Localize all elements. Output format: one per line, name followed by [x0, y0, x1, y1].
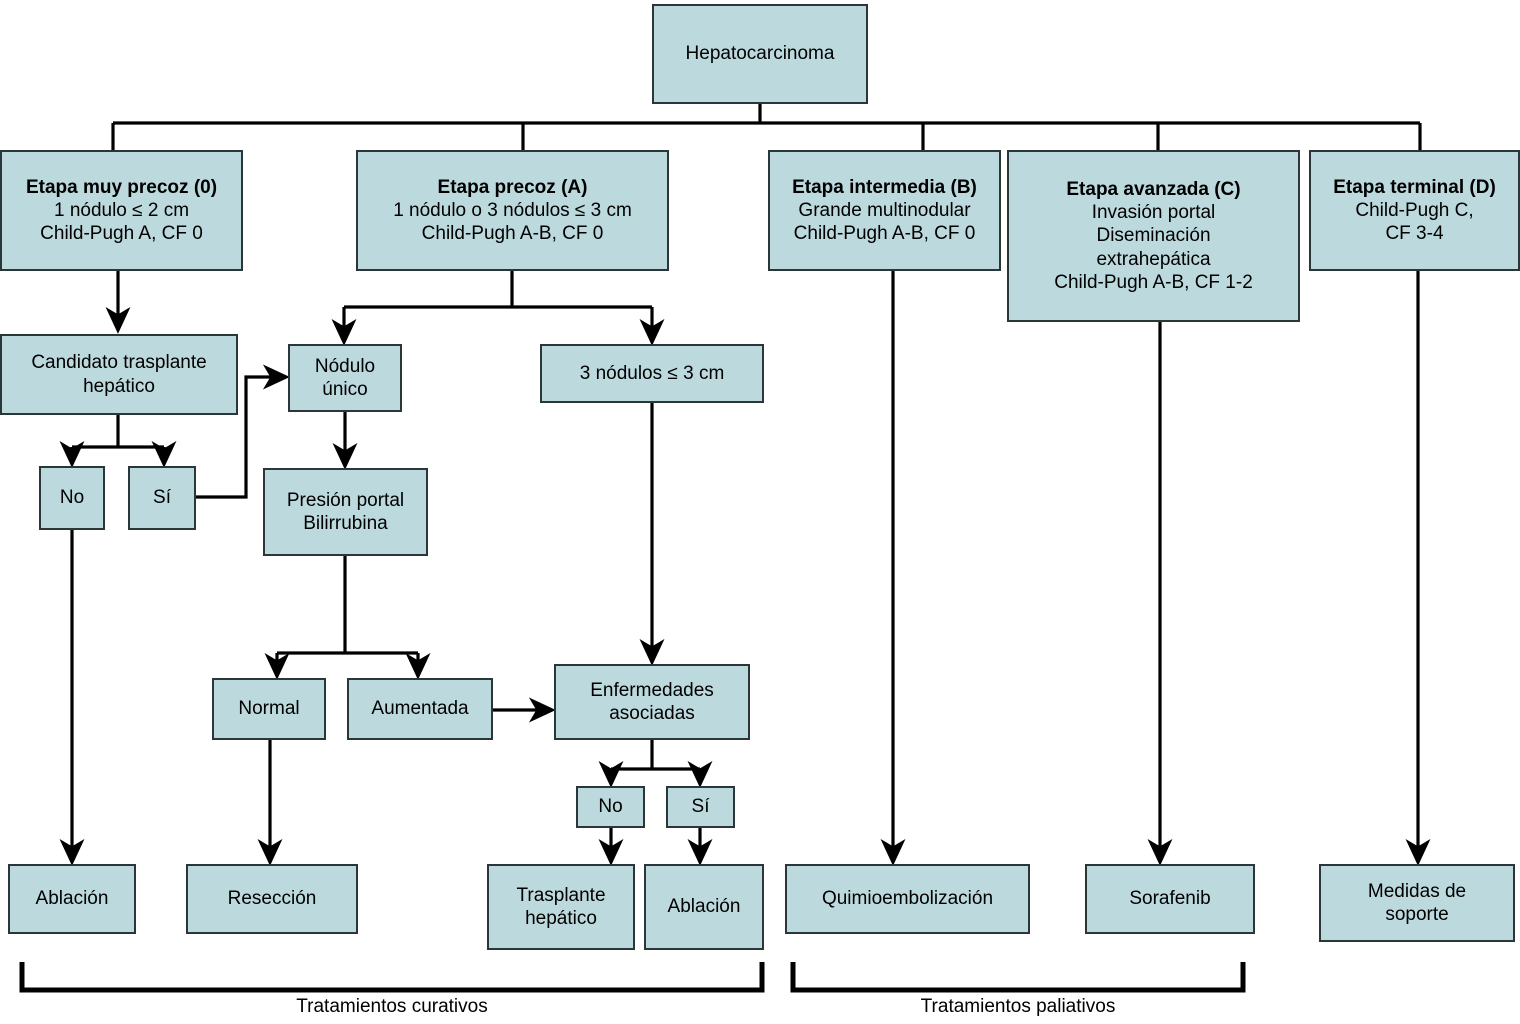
node-stage-c-title: Etapa avanzada (C) [1066, 179, 1241, 201]
node-presion-portal-line2: Bilirrubina [303, 513, 388, 534]
node-stage-0-line2: Child-Pugh A, CF 0 [40, 223, 203, 245]
node-presion-aumentada[interactable]: Aumentada [347, 678, 493, 740]
node-enfermedades-no[interactable]: No [576, 786, 645, 828]
node-enfermedades-si-label: Sí [691, 796, 710, 818]
node-stage-0-line1: 1 nódulo ≤ 2 cm [53, 199, 190, 221]
node-nodulo-unico-line2: único [322, 379, 368, 400]
node-candidato-no[interactable]: No [39, 466, 105, 530]
node-enfermedades-si[interactable]: Sí [666, 786, 735, 828]
node-trasplante-hepatico[interactable]: Trasplante hepático [487, 864, 635, 950]
bracket-label-paliativos: Tratamientos paliativos [920, 996, 1116, 1017]
node-hepatocarcinoma[interactable]: Hepatocarcinoma [652, 4, 868, 104]
node-stage-d-line2: CF 3-4 [1385, 223, 1444, 245]
node-stage-b-title: Etapa intermedia (B) [792, 176, 977, 198]
node-medidas-soporte-line2: soporte [1385, 904, 1449, 925]
node-presion-normal-label: Normal [238, 698, 300, 720]
node-reseccion-label: Resección [227, 888, 317, 910]
node-hepatocarcinoma-label: Hepatocarcinoma [685, 43, 835, 65]
node-tres-nodulos[interactable]: 3 nódulos ≤ 3 cm [540, 344, 764, 403]
node-stage-c-line3: extrahepática [1096, 248, 1211, 270]
node-enfermedades-asociadas[interactable]: Enfermedades asociadas [554, 664, 750, 740]
node-tres-nodulos-label: 3 nódulos ≤ 3 cm [579, 362, 725, 384]
node-stage-0[interactable]: Etapa muy precoz (0) 1 nódulo ≤ 2 cm Chi… [0, 150, 243, 271]
node-stage-d-line1: Child-Pugh C, [1355, 199, 1474, 221]
node-ablacion-right[interactable]: Ablación [644, 864, 764, 950]
node-ablacion-right-label: Ablación [667, 896, 741, 918]
node-ablacion-left-label: Ablación [35, 888, 109, 910]
node-candidato-line2: hepático [83, 375, 155, 397]
node-stage-c[interactable]: Etapa avanzada (C) Invasión portal Disem… [1007, 150, 1300, 322]
node-ablacion-left[interactable]: Ablación [8, 864, 136, 934]
node-stage-c-line4: Child-Pugh A-B, CF 1-2 [1054, 271, 1253, 293]
node-stage-b-line1: Grande multinodular [798, 199, 971, 221]
node-stage-c-line2: Diseminación [1096, 225, 1211, 247]
node-stage-a-line1: 1 nódulo o 3 nódulos ≤ 3 cm [393, 199, 632, 221]
node-presion-portal-line1: Presión portal [286, 489, 405, 511]
node-stage-c-line1: Invasión portal [1091, 202, 1216, 224]
node-quimioembolizacion[interactable]: Quimioembolización [785, 864, 1030, 934]
node-stage-b-line2: Child-Pugh A-B, CF 0 [793, 223, 976, 245]
bracket-label-curativos: Tratamientos curativos [296, 996, 488, 1017]
node-trasplante-hepatico-line2: hepático [525, 908, 597, 929]
node-presion-aumentada-label: Aumentada [371, 698, 469, 720]
node-candidato-line1: Candidato trasplante [31, 352, 207, 374]
node-nodulo-unico-line1: Nódulo [314, 355, 376, 377]
node-candidato-no-label: No [59, 487, 85, 509]
node-stage-d-title: Etapa terminal (D) [1333, 176, 1496, 198]
node-medidas-de-soporte[interactable]: Medidas de soporte [1319, 864, 1515, 942]
node-nodulo-unico[interactable]: Nódulo único [288, 344, 402, 412]
node-enfermedades-no-label: No [598, 796, 623, 818]
node-reseccion[interactable]: Resección [186, 864, 358, 934]
node-stage-b[interactable]: Etapa intermedia (B) Grande multinodular… [768, 150, 1001, 271]
node-stage-a-line2: Child-Pugh A-B, CF 0 [421, 223, 604, 245]
node-candidato-si-label: Sí [153, 487, 171, 509]
node-stage-0-title: Etapa muy precoz (0) [25, 176, 218, 198]
node-sorafenib-label: Sorafenib [1129, 888, 1211, 910]
node-stage-a-title: Etapa precoz (A) [437, 176, 588, 198]
node-sorafenib[interactable]: Sorafenib [1085, 864, 1255, 934]
node-enfermedades-line2: asociadas [609, 703, 695, 724]
node-stage-d[interactable]: Etapa terminal (D) Child-Pugh C, CF 3-4 [1309, 150, 1520, 271]
node-presion-portal-bilirrubina[interactable]: Presión portal Bilirrubina [263, 468, 428, 556]
node-quimioembolizacion-label: Quimioembolización [821, 888, 994, 910]
node-candidato-si[interactable]: Sí [128, 466, 196, 530]
node-trasplante-hepatico-line1: Trasplante [516, 884, 606, 906]
node-stage-a[interactable]: Etapa precoz (A) 1 nódulo o 3 nódulos ≤ … [356, 150, 669, 271]
node-medidas-soporte-line1: Medidas de [1367, 880, 1467, 902]
node-enfermedades-line1: Enfermedades [590, 679, 714, 701]
node-presion-normal[interactable]: Normal [212, 678, 326, 740]
node-candidato-trasplante-hepatico[interactable]: Candidato trasplante hepático [0, 334, 238, 415]
